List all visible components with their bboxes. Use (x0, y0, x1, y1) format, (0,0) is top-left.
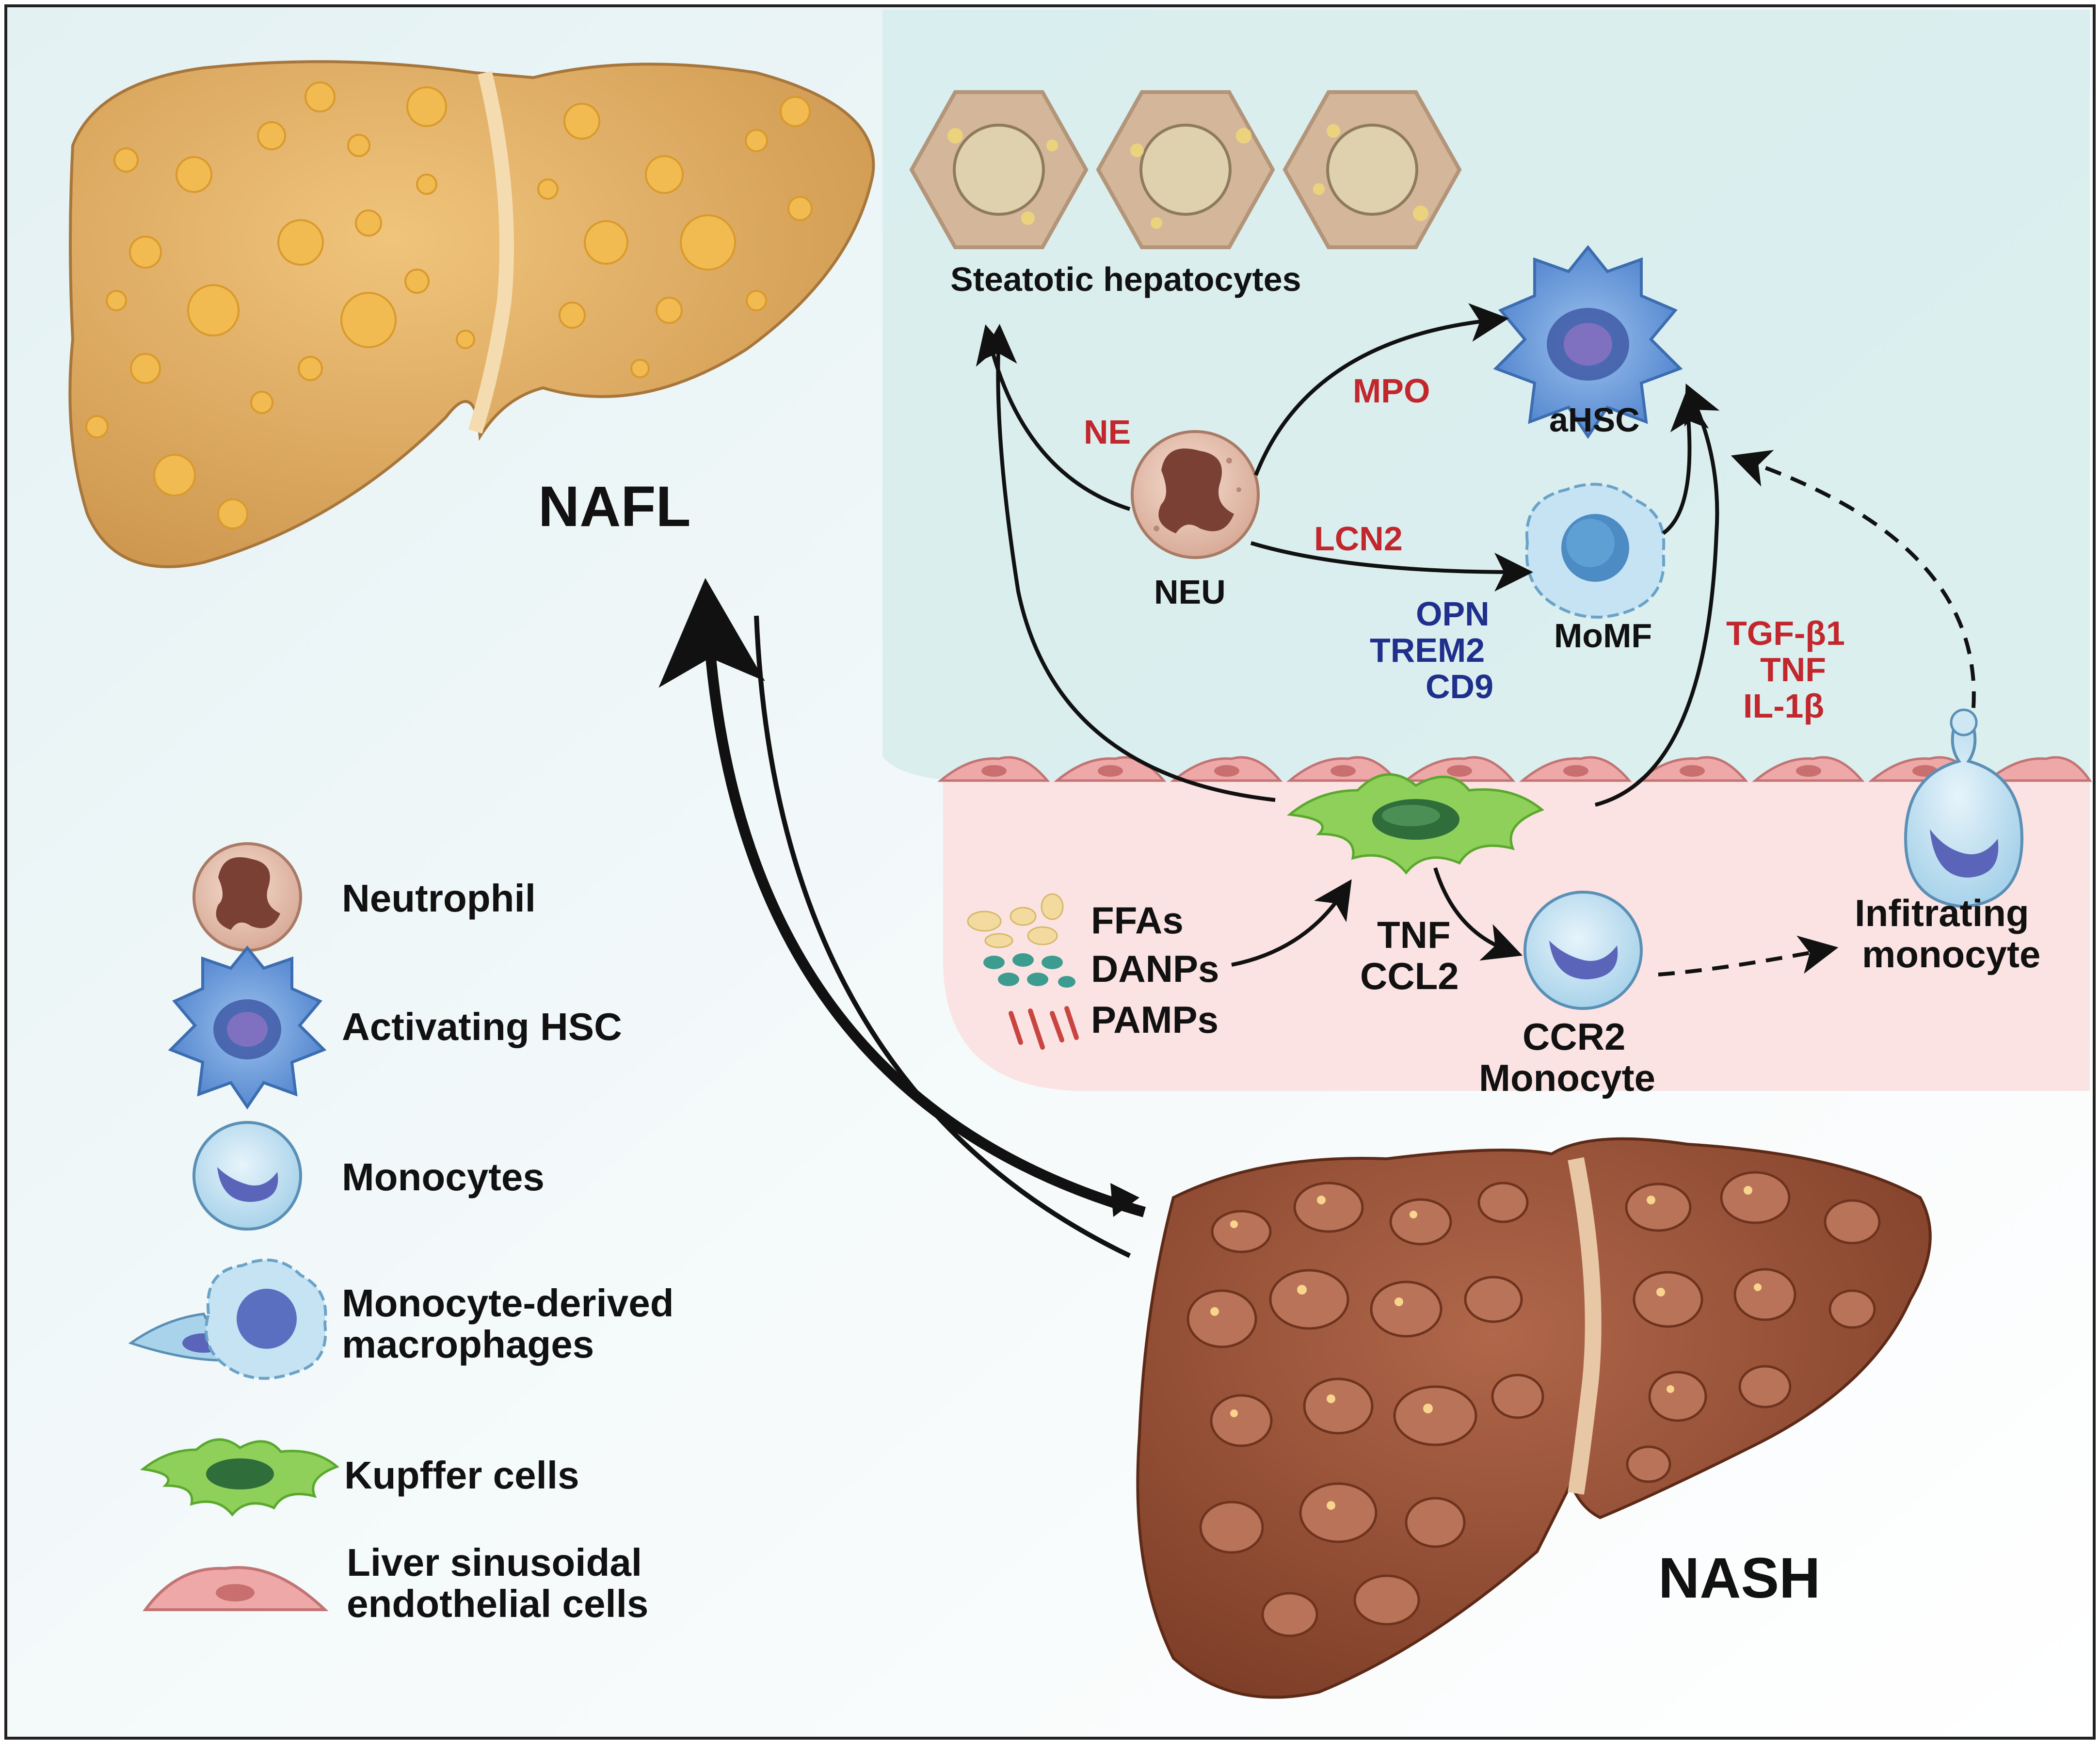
neu-cell (1131, 430, 1260, 559)
infiltrating-label: Infitrating (1855, 892, 2029, 934)
ffa-icon (967, 893, 1064, 948)
progression-arrowhead (1110, 1183, 1139, 1217)
legend-label-macrophages-1: Monocyte-derived (342, 1281, 674, 1325)
ffas-label: FFAs (1091, 899, 1184, 942)
ne-label: NE (1084, 413, 1131, 451)
legend-label-macrophages-2: macrophages (342, 1323, 594, 1366)
cd9-label: CD9 (1426, 668, 1493, 705)
legend-label-endothelial-2: endothelial cells (347, 1582, 648, 1625)
neutrophil-icon (192, 842, 302, 952)
legend-icons (128, 842, 339, 1611)
pamps-label: PAMPs (1091, 998, 1218, 1041)
ccr2-monocyte-cell (1523, 891, 1643, 1010)
kupffer-cell-icon (140, 1438, 339, 1517)
legend-label-kupffer: Kupffer cells (344, 1454, 579, 1497)
opn-label: OPN (1416, 595, 1490, 633)
progression-arrow (754, 615, 1131, 1258)
pamp-icon (1009, 1006, 1079, 1050)
nafl-liver (68, 60, 875, 568)
danp-icon (983, 953, 1075, 988)
legend-label-endothelial-1: Liver sinusoidal (347, 1541, 642, 1584)
tnf-label: TNF (1377, 913, 1451, 956)
dashed-arrows (1658, 449, 1976, 976)
momf-label: MoMF (1554, 617, 1652, 655)
steatotic-hepatocytes (909, 90, 1462, 249)
hsc-icon (168, 945, 327, 1110)
neu-label: NEU (1154, 573, 1226, 611)
ccr2-label: CCR2 (1523, 1015, 1625, 1058)
infiltrating-monocyte-cell (1904, 708, 2024, 909)
legend-label-neutrophil: Neutrophil (342, 877, 536, 920)
legend-label-hsc: Activating HSC (342, 1005, 622, 1048)
lcn2-label: LCN2 (1314, 520, 1403, 558)
ahsc-label: aHSC (1549, 401, 1640, 439)
nash-label: NASH (1658, 1546, 1820, 1610)
legend-label-monocytes: Monocytes (342, 1155, 545, 1199)
interaction-arrows (976, 303, 1720, 967)
monocyte-icon (192, 1121, 302, 1231)
tgfb1-label: TGF-β1 (1726, 614, 1845, 652)
endothelial-cell-icon (143, 1566, 329, 1611)
ccl2-label: CCL2 (1360, 955, 1459, 997)
mpo-label: MPO (1353, 372, 1430, 410)
infiltrating-monocyte-label: monocyte (1862, 933, 2040, 976)
danps-label: DANPs (1091, 947, 1219, 990)
steatotic-hepatocytes-label: Steatotic hepatocytes (950, 260, 1301, 298)
trem2-label: TREM2 (1370, 631, 1485, 669)
ahsc-cell (1493, 245, 1683, 439)
nash-liver (1136, 1137, 1932, 1699)
tnf-red-label: TNF (1760, 651, 1826, 688)
reversal-arrow (658, 578, 1146, 1217)
nafl-label: NAFL (538, 475, 691, 539)
momf-cell (1525, 482, 1666, 619)
cell-panel-background (882, 10, 2090, 781)
il1b-label: IL-1β (1743, 687, 1824, 725)
kupffer-cell (1286, 773, 1544, 875)
ccr2-monocyte-label: Monocyte (1479, 1056, 1655, 1099)
macrophage-icon (128, 1258, 327, 1380)
